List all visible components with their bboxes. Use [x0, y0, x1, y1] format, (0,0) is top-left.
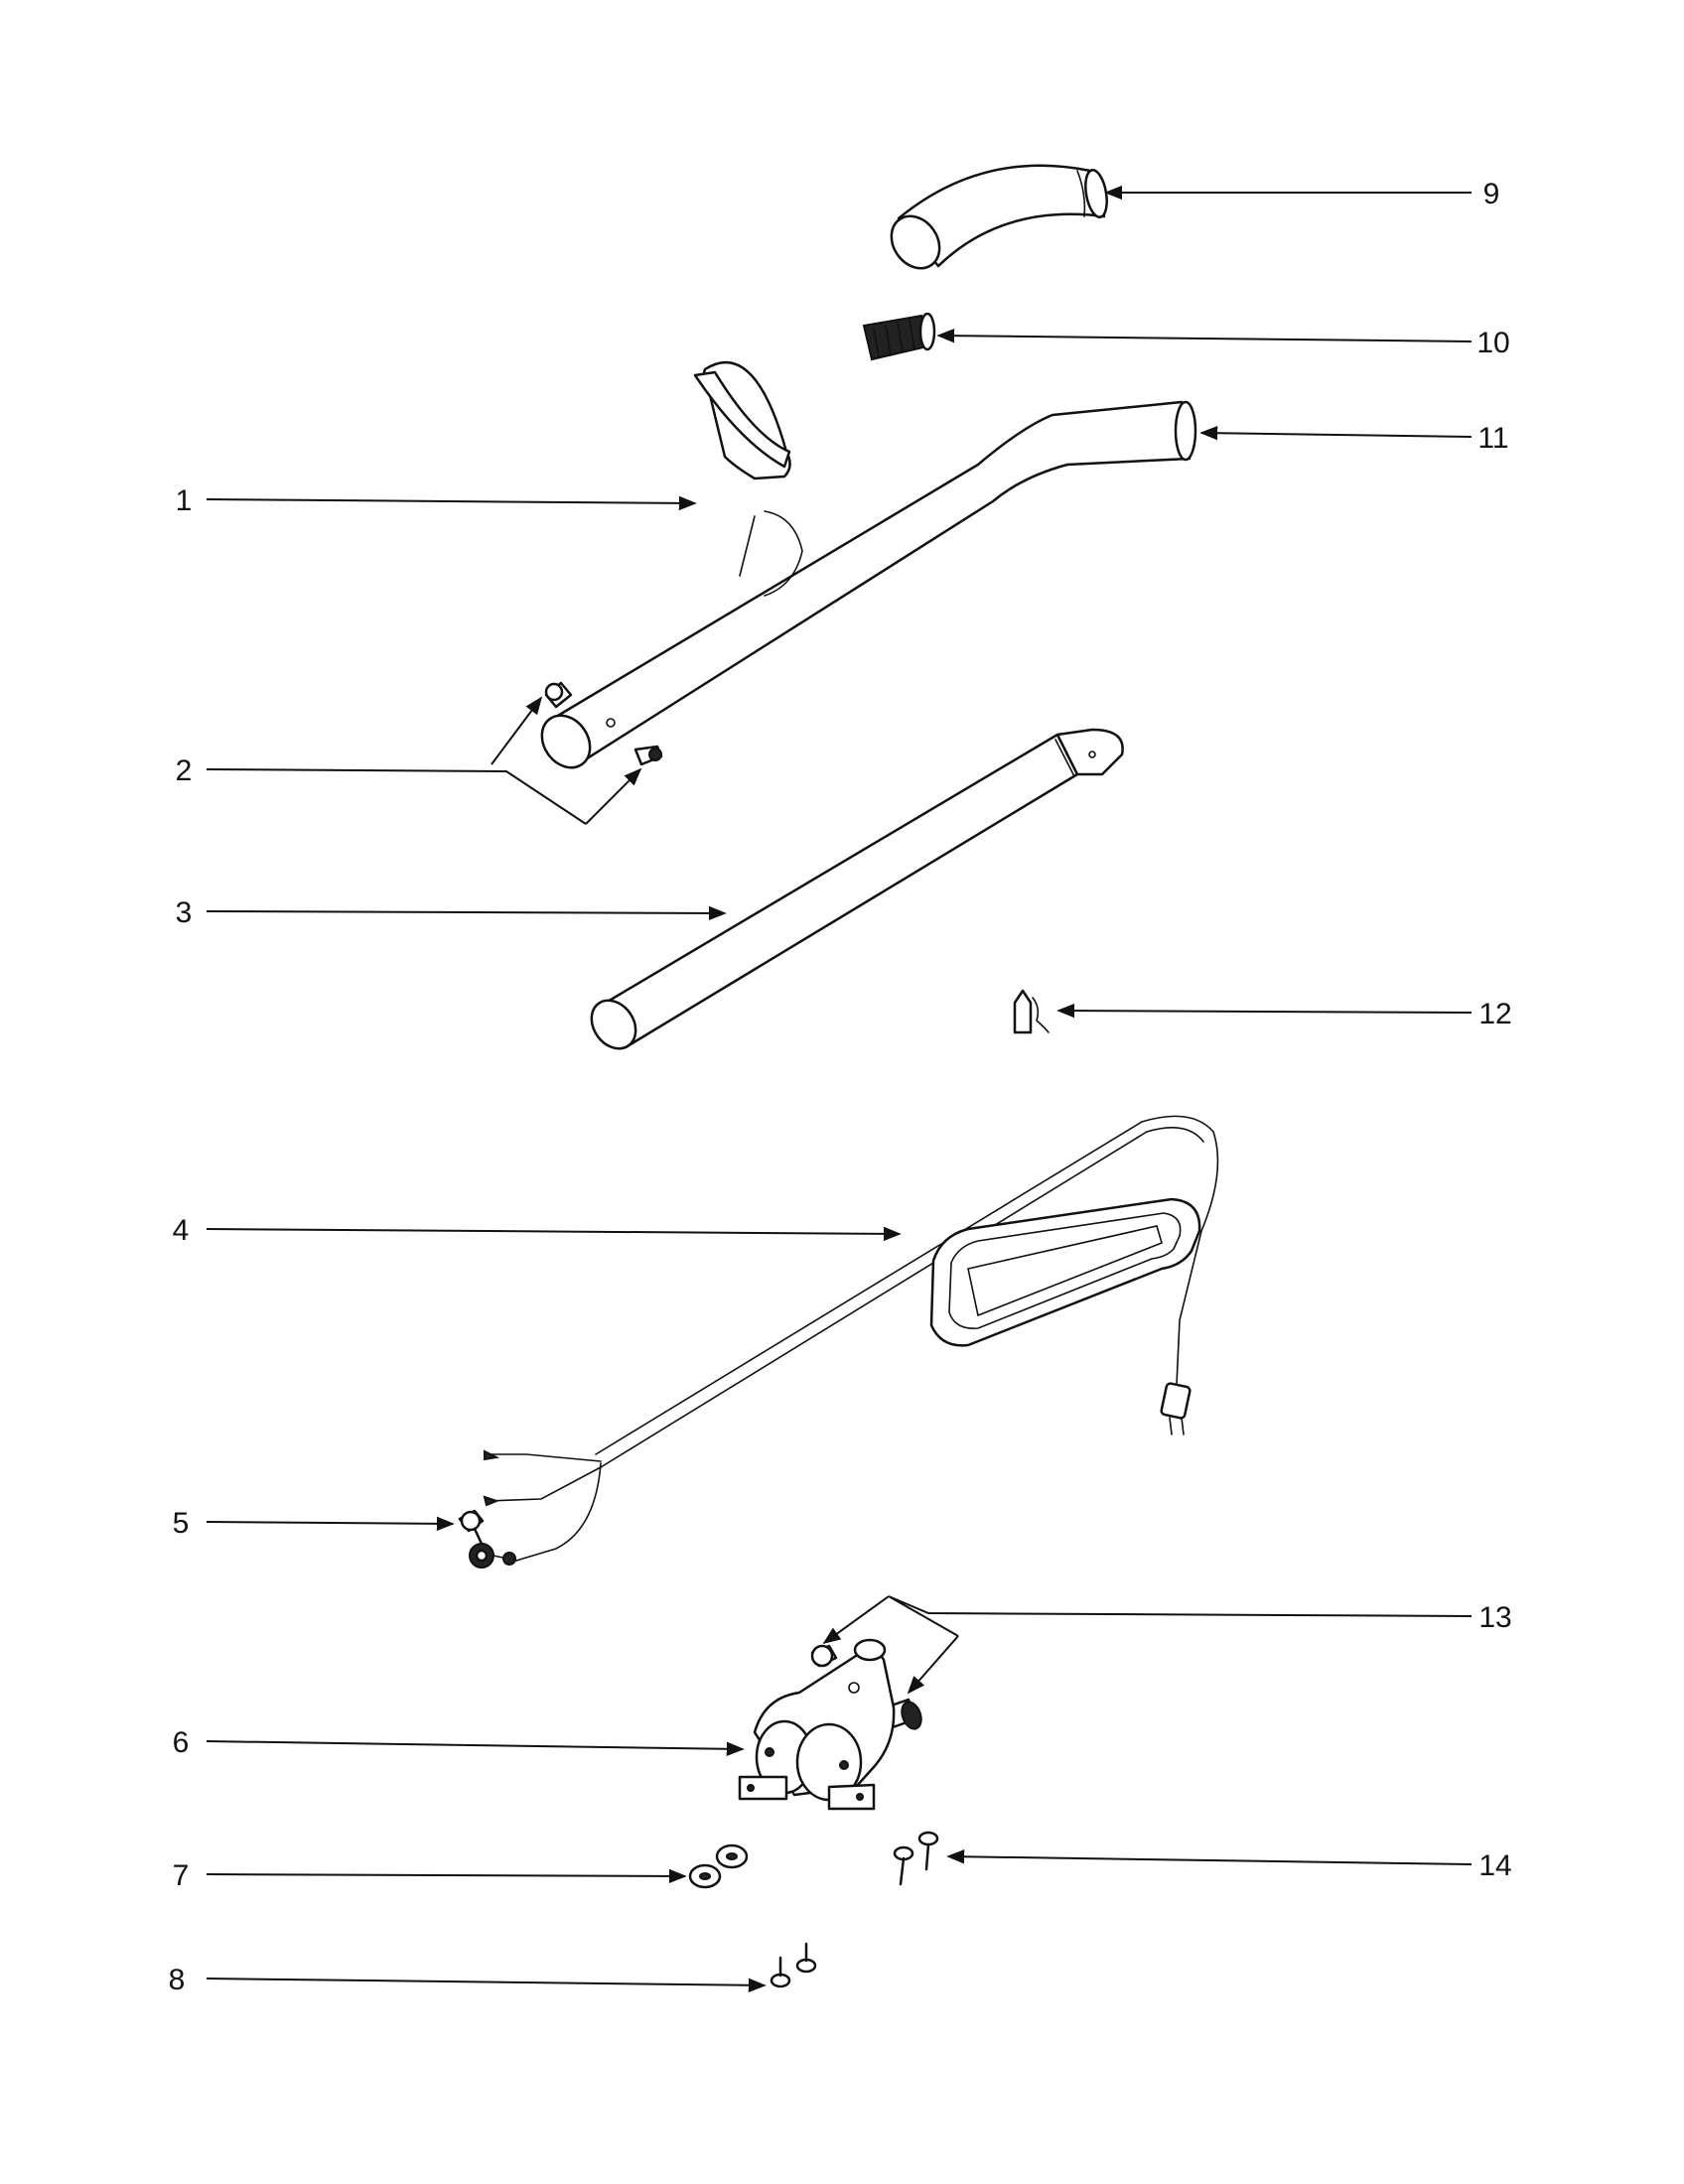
leader-7 [206, 1868, 687, 1884]
part-2-screws [544, 681, 663, 766]
leader-13 [888, 1595, 1473, 1637]
leader-6 [206, 1740, 745, 1756]
callout-7: 7 [173, 1859, 190, 1892]
callout-11: 11 [1477, 422, 1508, 455]
part-6-handle-bracket [738, 1638, 896, 1811]
part-7-washers [688, 1843, 749, 1889]
leader-3 [206, 905, 727, 921]
part-8-screws [770, 1942, 817, 1988]
part-11-upper-handle-tube [540, 400, 1197, 769]
part-4-power-cord [483, 1115, 1219, 1562]
callout-2: 2 [176, 754, 193, 787]
part-1-cord-hook [693, 360, 803, 597]
leader-5 [206, 1516, 455, 1532]
leader-8 [206, 1978, 767, 1992]
callout-14: 14 [1478, 1849, 1511, 1882]
leader-13b [907, 1635, 959, 1695]
leader-12 [1056, 1003, 1473, 1019]
part-10-swivel-brush [862, 312, 936, 361]
callout-3: 3 [176, 896, 193, 929]
leader-2a [491, 696, 543, 765]
callout-8: 8 [169, 1964, 186, 1996]
callout-12: 12 [1478, 998, 1511, 1030]
part-5-ground-screw [458, 1509, 517, 1569]
part-3-lower-handle-tube [590, 728, 1124, 1050]
leader-13a [822, 1595, 890, 1645]
callout-9: 9 [1483, 178, 1500, 210]
callout-4: 4 [173, 1214, 190, 1247]
callout-5: 5 [173, 1507, 190, 1540]
leader-2b [585, 767, 642, 825]
callout-6: 6 [173, 1726, 190, 1759]
part-14-screws [893, 1831, 939, 1886]
leader-1 [206, 495, 697, 511]
leader-10 [936, 328, 1473, 343]
leader-lines [206, 185, 1473, 1992]
leader-4 [206, 1226, 902, 1242]
part-9-curved-hose [890, 164, 1108, 270]
leader-11 [1199, 426, 1473, 441]
callout-numbers: 1 2 3 4 5 6 7 8 9 10 11 12 13 14 [169, 178, 1512, 1996]
part-12-cord-clip [1013, 989, 1050, 1034]
leader-2 [206, 768, 587, 825]
callout-1: 1 [176, 484, 193, 517]
callout-13: 13 [1478, 1601, 1511, 1634]
callout-10: 10 [1476, 327, 1509, 359]
leader-14 [946, 1849, 1473, 1865]
